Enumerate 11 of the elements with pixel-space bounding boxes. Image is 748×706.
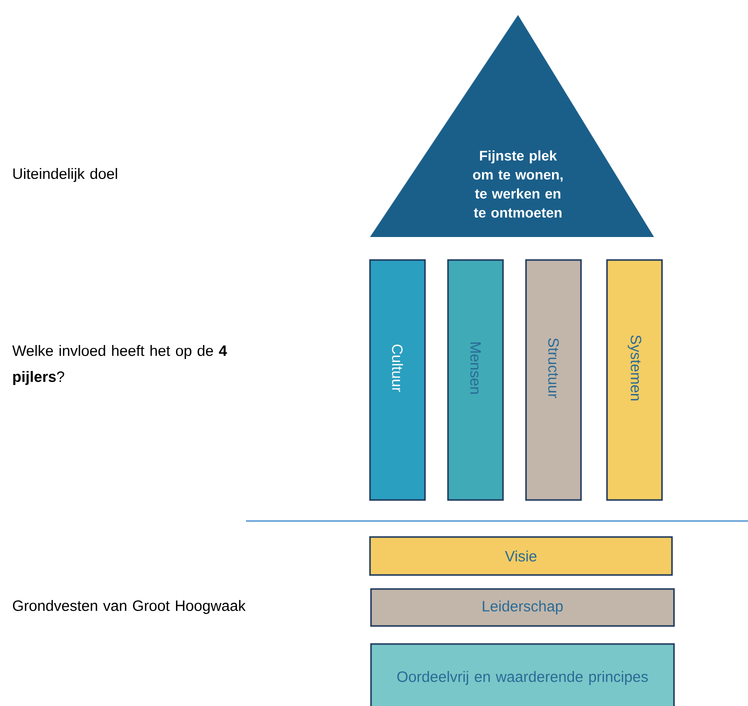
foundation-bar: Visie	[369, 536, 673, 576]
side-label: Grondvesten van Groot Hoogwaak	[12, 600, 246, 614]
side-label: Welke invloed heeft het op de 4 pijlers?	[12, 345, 227, 385]
pillar-box: Systemen	[606, 259, 663, 501]
foundation-bar: Leiderschap	[370, 588, 675, 627]
side-label: Uiteindelijk doel	[13, 168, 118, 182]
pillar-box: Cultuur	[369, 259, 426, 501]
pillar-box: Structuur	[525, 259, 582, 501]
roof-triangle: Fijnste plek om te wonen, te werken en te ontmoeten	[370, 15, 654, 237]
pillar-box: Mensen	[447, 259, 504, 501]
foundation-bar: Oordeelvrij en waarderende principes	[370, 643, 675, 706]
